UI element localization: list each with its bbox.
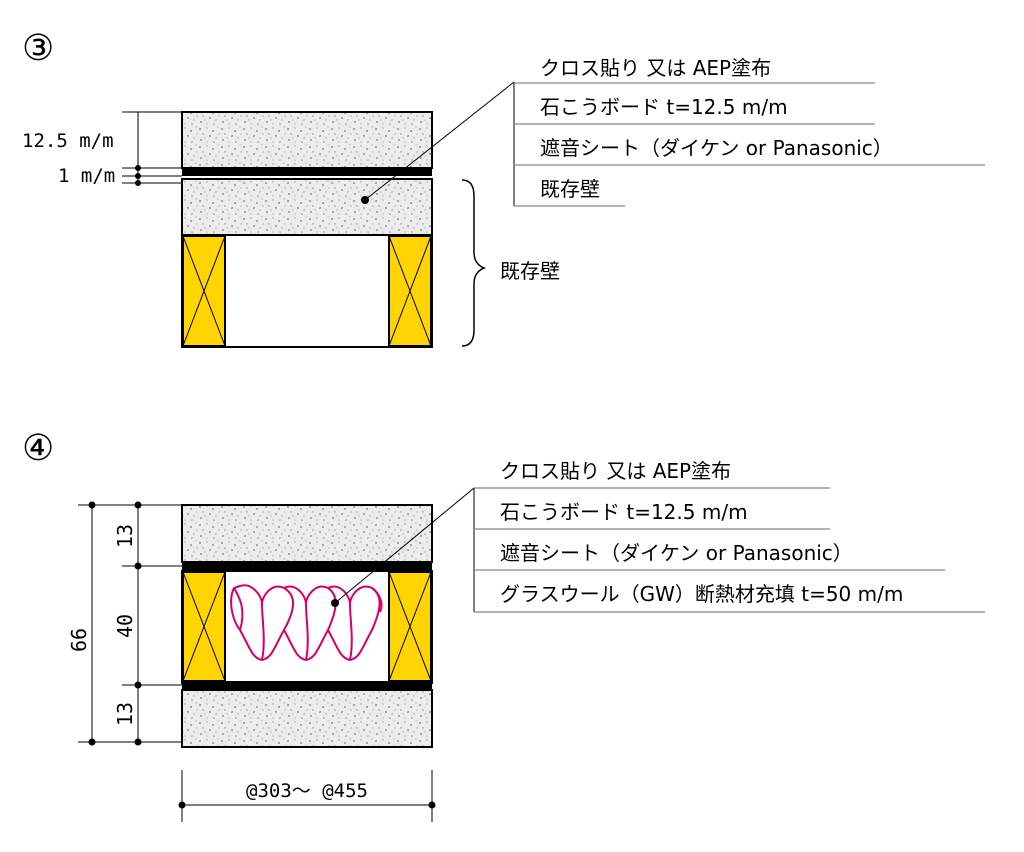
sound-sheet-4-bottom	[182, 681, 432, 690]
leader-dot-3	[361, 196, 369, 204]
spacing-label: @303～ @455	[246, 780, 368, 802]
stud-left-4	[182, 571, 226, 682]
gypsum-board-4-bottom	[181, 689, 433, 748]
callout-3-gypsum: 石こうボード t=12.5 m/m	[540, 95, 788, 119]
callout-4-gypsum: 石こうボード t=12.5 m/m	[500, 500, 748, 524]
dimension-top-4: 13	[113, 524, 137, 548]
diagram-3: ③ 12.5 m/m 1 m/m	[22, 28, 985, 348]
existing-wall-brace	[461, 179, 487, 347]
dimension-bottom-4: 13	[113, 702, 137, 726]
callout-4-cloth: クロス貼り 又は AEP塗布	[500, 459, 731, 483]
callout-list-3: クロス貼り 又は AEP塗布 石こうボード t=12.5 m/m 遮音シート（ダ…	[514, 56, 985, 207]
stud-right-4	[388, 571, 432, 682]
leader-dot-4	[331, 599, 339, 607]
spacing-dimension	[181, 770, 433, 822]
gypsum-board-3	[181, 111, 433, 169]
existing-wall-board	[181, 178, 433, 236]
diagram-4-number: ④	[22, 428, 54, 469]
dimension-mid-4: 40	[113, 614, 137, 638]
dimension-total-4: 66	[67, 628, 91, 652]
gypsum-board-4-top	[181, 504, 433, 563]
diagram-3-number: ③	[22, 28, 54, 69]
dimension-sheet-3: 1 m/m	[58, 165, 115, 187]
callout-list-4: クロス貼り 又は AEP塗布 石こうボード t=12.5 m/m 遮音シート（ダ…	[474, 459, 985, 613]
callout-4-sound-sheet: 遮音シート（ダイケン or Panasonic）	[500, 541, 853, 565]
diagram-4: ④	[22, 428, 985, 822]
callout-3-sound-sheet: 遮音シート（ダイケン or Panasonic）	[540, 136, 893, 160]
callout-4-glass-wool: グラスウール（GW）断熱材充填 t=50 m/m	[500, 582, 903, 606]
stud-right-3	[388, 235, 432, 347]
dimension-board-3: 12.5 m/m	[22, 130, 114, 152]
callout-3-cloth: クロス貼り 又は AEP塗布	[540, 56, 771, 80]
sound-sheet-4-top	[182, 562, 432, 571]
existing-wall-brace-label: 既存壁	[500, 259, 560, 283]
stud-left-3	[182, 235, 226, 347]
callout-3-existing-wall: 既存壁	[540, 177, 600, 201]
dimension-lines-3	[122, 111, 182, 184]
sound-sheet-3	[182, 168, 432, 176]
